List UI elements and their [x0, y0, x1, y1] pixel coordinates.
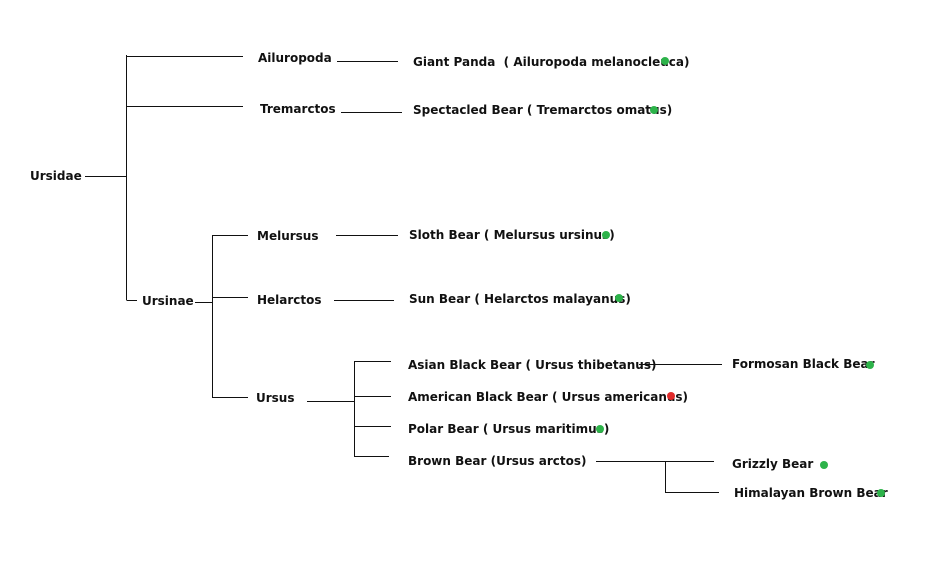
- node-ailuropoda: Ailuropoda: [258, 51, 332, 65]
- node-tremarctos: Tremarctos: [260, 102, 336, 116]
- node-polar-bear: Polar Bear ( Ursus maritimus): [408, 422, 610, 436]
- status-dot-giant-panda: [661, 57, 669, 65]
- node-american-black-bear: American Black Bear ( Ursus americanus): [408, 390, 689, 404]
- node-ursus: Ursus: [256, 391, 295, 405]
- node-brown-bear: Brown Bear (Ursus arctos): [408, 454, 587, 468]
- status-dot-formosan-black-bear: [866, 361, 874, 369]
- node-formosan-black-bear: Formosan Black Bear: [732, 357, 875, 371]
- node-sloth-bear: Sloth Bear ( Melursus ursinus): [409, 228, 615, 242]
- node-giant-panda: Giant Panda ( Ailuropoda melanocleuca): [413, 55, 690, 69]
- status-dot-grizzly-bear: [820, 461, 828, 469]
- status-dot-american-black-bear: [667, 392, 675, 400]
- node-ursidae: Ursidae: [30, 169, 82, 183]
- node-helarctos: Helarctos: [257, 293, 322, 307]
- node-melursus: Melursus: [257, 229, 319, 243]
- status-dot-himalayan-brown-bear: [877, 489, 885, 497]
- status-dot-sloth-bear: [602, 231, 610, 239]
- node-himalayan-brown-bear: Himalayan Brown Bear: [734, 486, 888, 500]
- node-asian-black-bear: Asian Black Bear ( Ursus thibetanus): [408, 358, 657, 372]
- node-ursinae: Ursinae: [142, 294, 194, 308]
- status-dot-sun-bear: [615, 294, 623, 302]
- node-sun-bear: Sun Bear ( Helarctos malayanus): [409, 292, 631, 306]
- status-dot-polar-bear: [596, 425, 604, 433]
- status-dot-spectacled-bear: [650, 106, 658, 114]
- node-spectacled-bear: Spectacled Bear ( Tremarctos omatus): [413, 103, 673, 117]
- node-grizzly-bear: Grizzly Bear: [732, 457, 814, 471]
